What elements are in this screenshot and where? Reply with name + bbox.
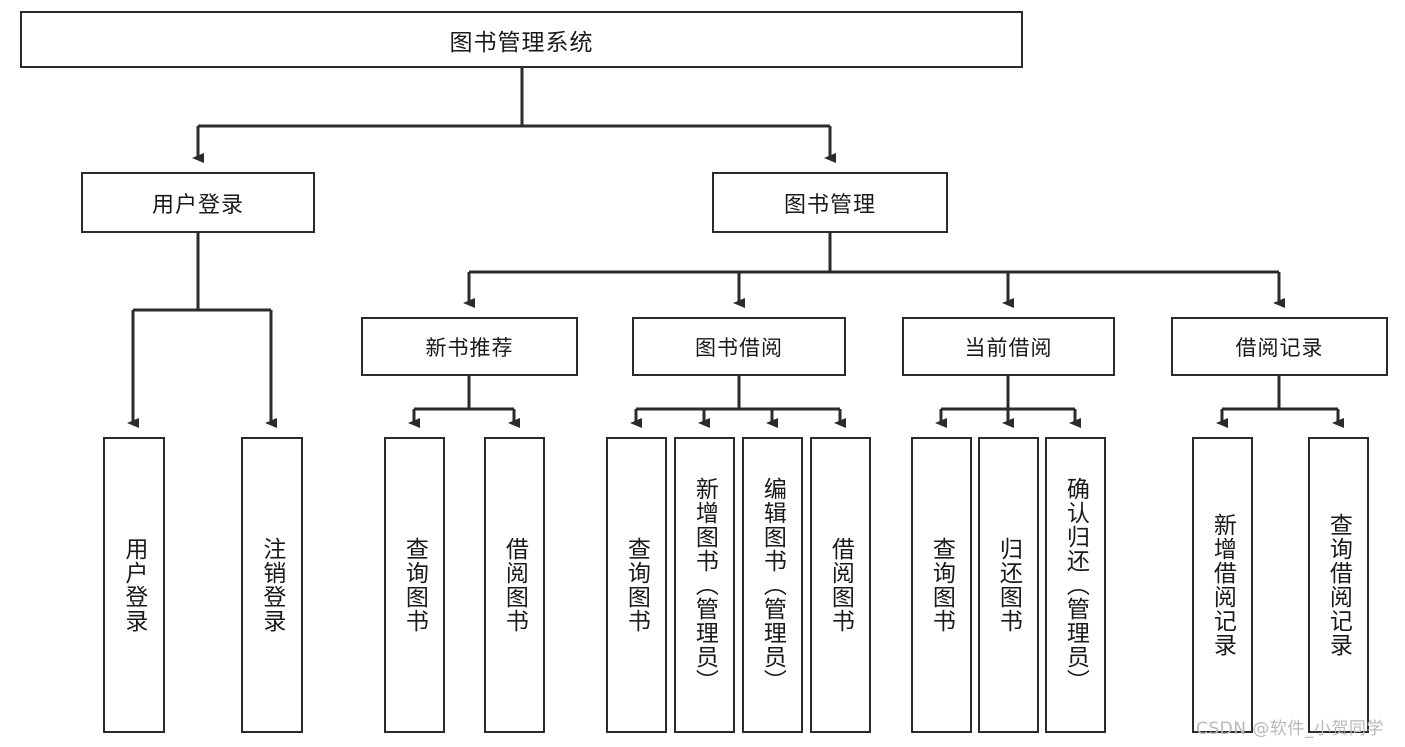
node-new-book-recommend-label: 新书推荐	[425, 336, 514, 360]
leaf-query-book-current[interactable]: 查询图书	[911, 437, 972, 733]
leaf-add-borrow-record[interactable]: 新增借阅记录	[1192, 437, 1253, 733]
node-borrow-record-label: 借阅记录	[1235, 336, 1324, 360]
leaf-query-book-current-label: 查询图书	[929, 537, 956, 633]
leaf-borrow-book[interactable]: 借阅图书	[810, 437, 871, 733]
leaf-edit-book-admin-label: 编辑图书（管理员）	[760, 477, 787, 693]
node-user-login[interactable]: 用户登录	[81, 172, 315, 233]
node-book-management[interactable]: 图书管理	[712, 172, 948, 233]
leaf-user-login[interactable]: 用户登录	[103, 437, 165, 733]
leaf-borrow-book-label: 借阅图书	[828, 537, 855, 633]
leaf-borrow-book-recommend[interactable]: 借阅图书	[484, 437, 545, 733]
node-book-management-label: 图书管理	[783, 191, 876, 217]
leaf-add-borrow-record-label: 新增借阅记录	[1210, 513, 1237, 657]
leaf-return-book[interactable]: 归还图书	[978, 437, 1039, 733]
node-root-system[interactable]: 图书管理系统	[20, 11, 1023, 68]
node-new-book-recommend[interactable]: 新书推荐	[361, 317, 578, 376]
leaf-query-borrow-record-label: 查询借阅记录	[1326, 513, 1353, 657]
node-user-login-label: 用户登录	[151, 191, 244, 217]
leaf-confirm-return-admin-label: 确认归还（管理员）	[1063, 477, 1090, 693]
node-borrow-record[interactable]: 借阅记录	[1171, 317, 1388, 376]
leaf-query-book-recommend-label: 查询图书	[402, 537, 429, 633]
leaf-query-book-recommend[interactable]: 查询图书	[384, 437, 445, 733]
node-root-label: 图书管理系统	[449, 28, 594, 55]
leaf-query-book-borrow-label: 查询图书	[624, 537, 651, 633]
leaf-logout-label: 注销登录	[259, 537, 286, 633]
leaf-query-borrow-record[interactable]: 查询借阅记录	[1308, 437, 1369, 733]
leaf-borrow-book-recommend-label: 借阅图书	[502, 537, 529, 633]
node-current-borrow-label: 当前借阅	[964, 336, 1053, 360]
node-book-borrow[interactable]: 图书借阅	[632, 317, 846, 376]
leaf-query-book-borrow[interactable]: 查询图书	[606, 437, 667, 733]
leaf-add-book-admin[interactable]: 新增图书（管理员）	[674, 437, 735, 733]
leaf-logout[interactable]: 注销登录	[241, 437, 303, 733]
leaf-user-login-label: 用户登录	[121, 537, 148, 633]
leaf-return-book-label: 归还图书	[996, 537, 1023, 633]
leaf-edit-book-admin[interactable]: 编辑图书（管理员）	[742, 437, 803, 733]
csdn-watermark: CSDN @软件_小贺同学	[1196, 719, 1384, 739]
leaf-add-book-admin-label: 新增图书（管理员）	[692, 477, 719, 693]
leaf-confirm-return-admin[interactable]: 确认归还（管理员）	[1045, 437, 1106, 733]
node-current-borrow[interactable]: 当前借阅	[902, 317, 1115, 376]
node-book-borrow-label: 图书借阅	[695, 336, 783, 360]
